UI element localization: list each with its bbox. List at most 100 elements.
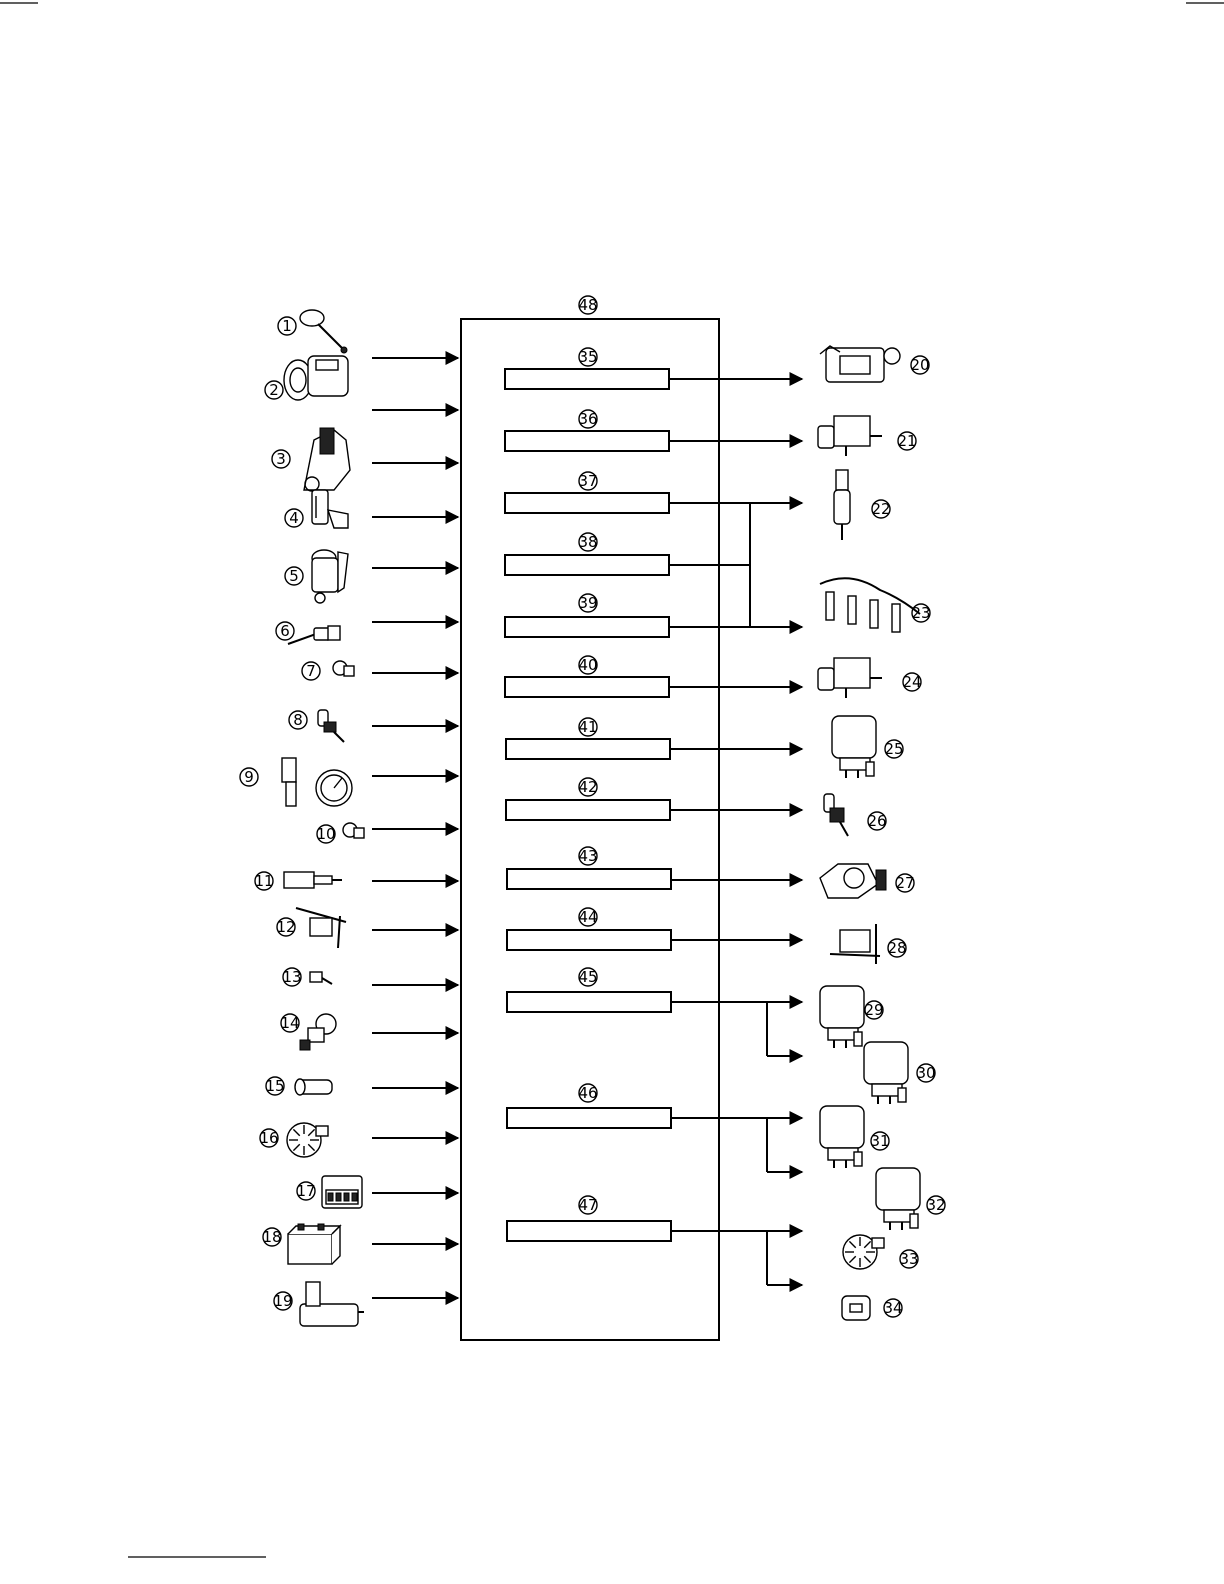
output-number: 23 [911, 604, 930, 622]
output-actuator-23: 23 [820, 578, 931, 632]
input-sensor-6: 6 [276, 622, 458, 644]
output-actuator-29: 29 [820, 986, 884, 1048]
output-number-text: 20 [910, 356, 929, 374]
input-number-text: 16 [259, 1129, 278, 1147]
input-number-text: 17 [296, 1182, 315, 1200]
output-actuator-28: 28 [830, 924, 907, 964]
function-number: 38 [578, 533, 597, 551]
input-number: 8 [289, 711, 307, 729]
output-actuator-30: 30 [864, 1042, 936, 1104]
sensor-illustration [296, 908, 346, 948]
function-number: 44 [578, 908, 597, 926]
input-number: 13 [282, 968, 301, 986]
input-number-text: 4 [289, 509, 299, 527]
output-number: 28 [887, 939, 906, 957]
sensor-illustration [282, 758, 352, 806]
output-actuator-33: 33 [843, 1235, 919, 1269]
input-number: 2 [265, 381, 283, 399]
sensor-illustration [312, 550, 348, 603]
sensor-illustration [288, 1224, 340, 1264]
output-number-text: 31 [870, 1132, 889, 1150]
input-number: 19 [273, 1292, 292, 1310]
function-block-1: 35 [505, 348, 669, 389]
input-number: 12 [276, 918, 295, 936]
function-block-6: 40 [505, 656, 669, 697]
input-number-text: 7 [306, 662, 316, 680]
input-sensor-14: 14 [280, 1014, 458, 1050]
output-number: 26 [867, 812, 886, 830]
sensor-illustration [310, 972, 332, 984]
input-number: 10 [316, 825, 335, 843]
input-number-text: 5 [289, 567, 299, 585]
actuator-illustration [876, 1168, 920, 1230]
output-number-text: 28 [887, 939, 906, 957]
input-number: 17 [296, 1182, 315, 1200]
input-sensor-16: 16 [259, 1123, 458, 1157]
function-block-11: 45 [507, 968, 671, 1012]
input-sensor-1: 1 [278, 310, 458, 358]
function-number: 37 [578, 472, 597, 490]
input-number: 6 [276, 622, 294, 640]
function-number: 40 [578, 656, 597, 674]
input-sensor-9: 9 [240, 758, 458, 806]
function-box [505, 493, 669, 513]
function-number-text: 46 [578, 1084, 597, 1102]
input-number-text: 2 [269, 381, 279, 399]
function-block-2: 36 [505, 410, 669, 451]
function-number-text: 42 [578, 778, 597, 796]
sensor-illustration [287, 1123, 328, 1157]
output-number: 33 [899, 1250, 918, 1268]
function-box [505, 431, 669, 451]
input-number-text: 19 [273, 1292, 292, 1310]
input-number: 3 [272, 450, 290, 468]
function-block-12: 46 [507, 1084, 671, 1128]
function-number-text: 40 [578, 656, 597, 674]
input-number: 14 [280, 1014, 299, 1032]
sensor-illustration [333, 661, 354, 676]
function-number: 36 [578, 410, 597, 428]
input-number: 11 [254, 872, 273, 890]
function-number: 35 [578, 348, 597, 366]
input-sensor-8: 8 [289, 710, 458, 742]
output-number: 27 [895, 874, 914, 892]
output-number-text: 21 [897, 432, 916, 450]
output-number-text: 23 [911, 604, 930, 622]
function-number: 39 [578, 594, 597, 612]
sensor-illustration [295, 1079, 332, 1095]
output-actuator-34: 34 [842, 1296, 903, 1320]
output-actuator-24: 24 [818, 658, 922, 698]
function-number-text: 41 [578, 718, 597, 736]
input-number-text: 1 [282, 317, 292, 335]
output-actuator-32: 32 [876, 1168, 946, 1230]
sensor-illustration [312, 490, 348, 528]
function-number-text: 47 [578, 1196, 597, 1214]
output-number: 22 [871, 500, 890, 518]
input-sensor-2: 2 [265, 356, 458, 410]
function-block-7: 41 [506, 718, 670, 759]
input-number: 15 [265, 1077, 284, 1095]
function-block-8: 42 [506, 778, 670, 820]
input-number-text: 9 [244, 768, 254, 786]
input-number-text: 13 [282, 968, 301, 986]
function-box [507, 869, 671, 889]
output-number-text: 33 [899, 1250, 918, 1268]
input-number: 4 [285, 509, 303, 527]
sensor-illustration [284, 872, 342, 888]
function-number-text: 37 [578, 472, 597, 490]
function-block-9: 43 [507, 847, 671, 889]
sensor-illustration [300, 1282, 364, 1326]
function-number: 45 [578, 968, 597, 986]
function-box [507, 1221, 671, 1241]
input-number-text: 11 [254, 872, 273, 890]
input-number: 1 [278, 317, 296, 335]
input-sensor-17: 17 [296, 1176, 458, 1208]
input-number-text: 8 [293, 711, 303, 729]
control-unit-number: 48 [578, 296, 597, 314]
sensor-illustration [284, 356, 348, 400]
output-number: 29 [864, 1001, 883, 1019]
output-number: 24 [902, 673, 921, 691]
function-box [506, 800, 670, 820]
input-number: 5 [285, 567, 303, 585]
input-number: 9 [240, 768, 258, 786]
